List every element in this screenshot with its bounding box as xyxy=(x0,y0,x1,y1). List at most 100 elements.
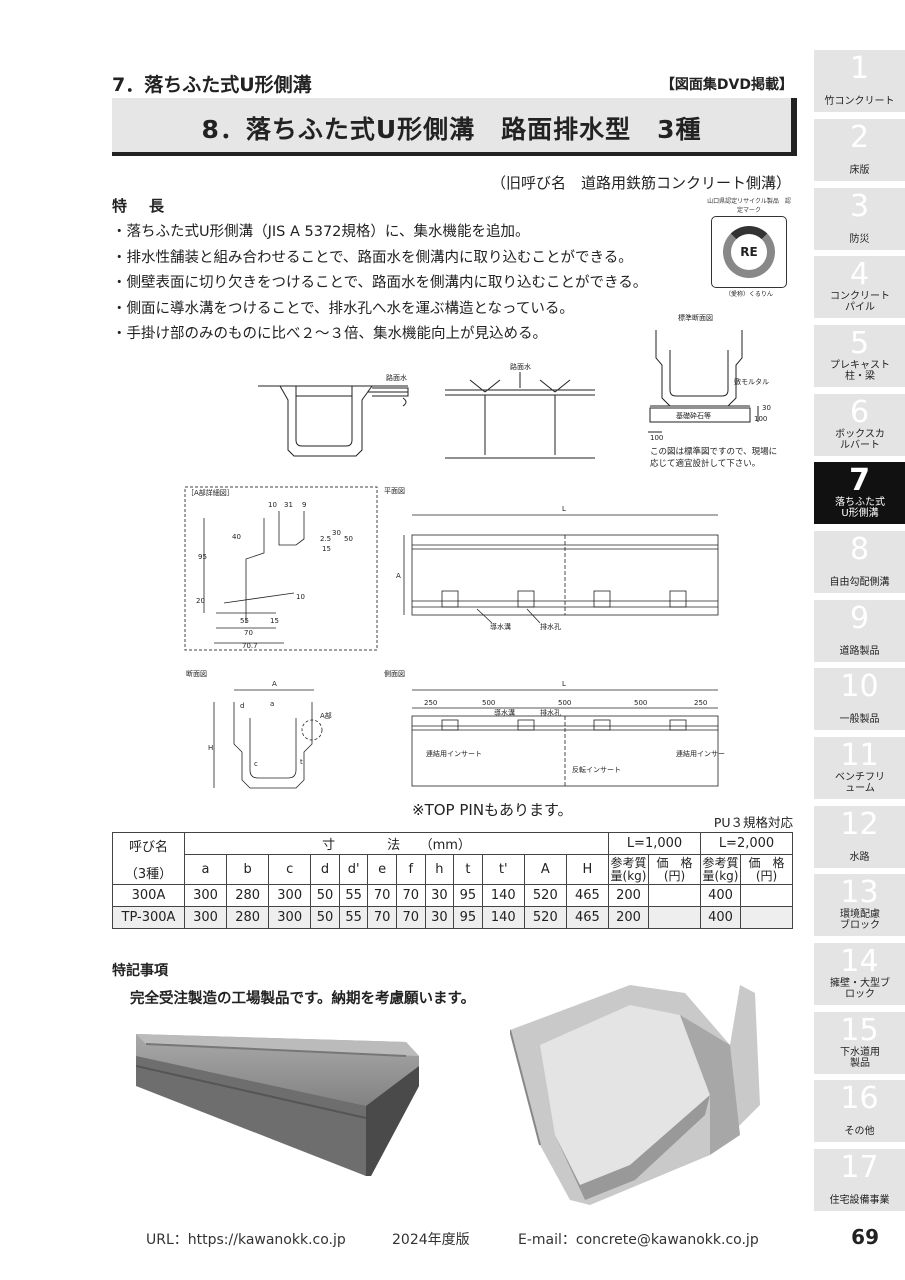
water-groove-label: 導水溝 xyxy=(490,622,511,631)
section-a: a xyxy=(270,700,274,708)
mortar-label: 敷モルタル xyxy=(734,377,769,386)
column-header-row: a b c d d' e f h t t' A H xyxy=(113,854,793,885)
side-L: L xyxy=(562,680,566,688)
section-H: H xyxy=(208,744,213,752)
index-tab-17[interactable]: 17 住宅設備事業 xyxy=(814,1149,905,1211)
weight-header-2: 参考質量(kg) xyxy=(700,854,741,885)
col-t: t xyxy=(453,854,483,885)
chapter-title: 7．落ちふた式U形側溝 xyxy=(112,74,312,96)
cell: 50 xyxy=(310,906,340,929)
dim-55: 55 xyxy=(240,617,249,625)
table-row: 300A 300 280 300 50 55 70 70 30 95 140 5… xyxy=(112,884,793,907)
index-num: 1 xyxy=(849,51,870,86)
road-water-label-left: 路面水 xyxy=(386,373,407,382)
detail-a-drawing: ［A部詳細図］ 10 31 9 40 30 50 2.5 15 95 20 10… xyxy=(184,486,378,651)
road-water-label-center: 路面水 xyxy=(510,362,531,371)
price-cell xyxy=(740,884,793,907)
features-list: ・落ちふた式U形側溝（JIS A 5372規格）に、集水機能を追加。 ・排水性舗… xyxy=(112,220,647,348)
index-label: 道路製品 xyxy=(839,646,880,657)
index-num: 9 xyxy=(849,601,870,636)
weight-cell: 400 xyxy=(700,906,741,929)
recycle-caption: 山口県認定リサイクル製品 認定マーク xyxy=(707,198,791,214)
recycle-logo-text: RE xyxy=(740,245,758,259)
index-num: 15 xyxy=(840,1013,879,1048)
section-c: c xyxy=(254,760,258,768)
index-label: コンクリートパイル xyxy=(830,291,890,313)
index-label: 下水道用製品 xyxy=(840,1047,880,1069)
special-text: 完全受注製造の工場製品です。納期を考慮願います。 xyxy=(130,991,476,1007)
index-label: 竹コンクリート xyxy=(824,96,895,107)
cell: 70 xyxy=(395,906,426,929)
index-num: 4 xyxy=(849,257,870,292)
price-cell xyxy=(740,906,793,929)
recycle-mark: 山口県認定リサイクル製品 認定マーク RE （愛称）くるりん xyxy=(705,196,793,298)
col-a: a xyxy=(183,854,228,885)
recycle-logo-box: RE xyxy=(711,216,787,288)
side-drain-label: 排水孔 xyxy=(540,708,561,717)
side-title: 側面図 xyxy=(384,669,405,678)
section-d: d xyxy=(240,702,244,710)
drawing-note: この図は標準図ですので、現場に 応じて適宜設計して下さい。 xyxy=(650,446,777,470)
dim-10: 10 xyxy=(268,501,277,509)
cell: 50 xyxy=(310,884,340,907)
index-label: 防災 xyxy=(849,234,870,245)
price-cell xyxy=(648,906,701,929)
cell: 300 xyxy=(183,884,228,907)
footer-email[interactable]: E-mail：concrete@kawanokk.co.jp xyxy=(518,1232,759,1248)
plan-L: L xyxy=(562,505,566,513)
top-pin-note: ※TOP PINもあります。 xyxy=(412,801,573,819)
section-title: 断面図 xyxy=(186,669,207,678)
cell: 30 xyxy=(424,884,455,907)
row-name: 300A xyxy=(112,884,185,907)
cell: 140 xyxy=(481,884,525,907)
cell: 95 xyxy=(453,906,483,929)
cell: 280 xyxy=(226,906,270,929)
index-label: ボックスカルバート xyxy=(835,429,885,451)
pu-note: PU３規格対応 xyxy=(713,815,793,830)
cell: 70 xyxy=(367,906,397,929)
index-num: 7 xyxy=(849,463,870,498)
index-num: 17 xyxy=(840,1150,879,1185)
index-label: 住宅設備事業 xyxy=(829,1195,890,1206)
dvd-badge: 【図面集DVD掲載】 xyxy=(660,77,793,93)
cell: 300 xyxy=(183,906,228,929)
footer-url[interactable]: URL：https://kawanokk.co.jp xyxy=(146,1232,346,1248)
product-photo-right xyxy=(510,985,760,1205)
side-dim-250-left: 250 xyxy=(424,699,437,707)
footer-edition: 2024年度版 xyxy=(392,1232,470,1248)
dim-30: 30 xyxy=(762,404,771,412)
cell: 300 xyxy=(268,884,312,907)
index-label: その他 xyxy=(844,1126,875,1137)
section-A-part: A部 xyxy=(320,711,332,720)
col-b: b xyxy=(226,854,270,885)
cell: 30 xyxy=(424,906,455,929)
side-dim-250-right: 250 xyxy=(694,699,707,707)
dim-10-lower: 10 xyxy=(296,593,305,601)
dim-70-7: 70.7 xyxy=(242,642,258,650)
index-label: 落ちふた式U形側溝 xyxy=(835,497,885,519)
cell: 300 xyxy=(268,906,312,929)
index-tab-9[interactable]: 9 道路製品 xyxy=(814,600,905,662)
side-groove-label: 導水溝 xyxy=(494,708,515,717)
index-tab-1[interactable]: 1 竹コンクリート xyxy=(814,50,905,112)
feature-item: ・落ちふた式U形側溝（JIS A 5372規格）に、集水機能を追加。 xyxy=(112,224,530,240)
cell: 465 xyxy=(565,884,610,907)
dim-15: 15 xyxy=(322,545,331,553)
index-label: プレキャスト柱・梁 xyxy=(830,360,890,382)
plan-drawing: 平面図 L A 導水溝 排水孔 xyxy=(384,487,719,631)
index-num: 13 xyxy=(840,875,879,910)
